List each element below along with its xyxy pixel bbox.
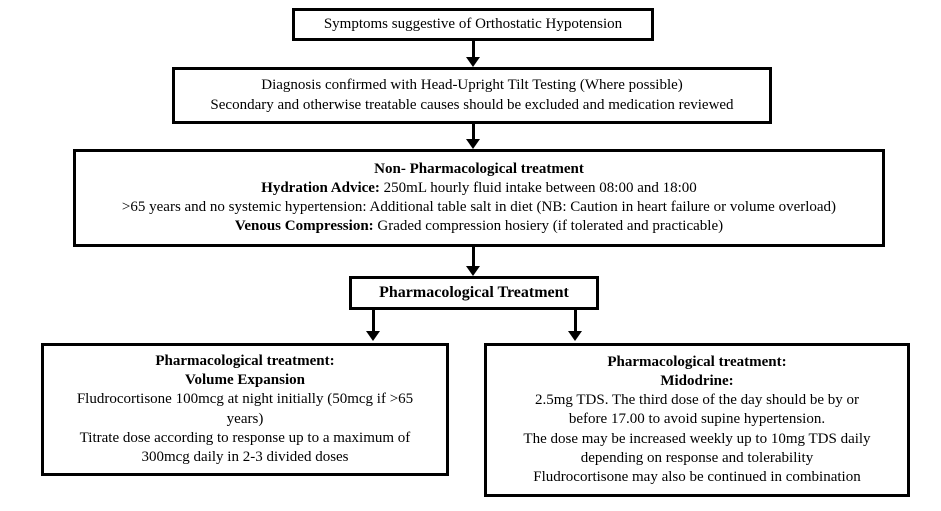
node-volume-heading-2: Volume Expansion bbox=[185, 372, 305, 389]
node-nonpharm-heading: Non- Pharmacological treatment bbox=[374, 160, 584, 177]
node-midodrine-line-3: The dose may be increased weekly up to 1… bbox=[523, 430, 871, 447]
arrowhead-down-icon bbox=[366, 331, 380, 341]
node-diagnosis-confirmed: Diagnosis confirmed with Head-Upright Ti… bbox=[172, 67, 772, 124]
arrowhead-down-icon bbox=[466, 57, 480, 67]
arrowhead-down-icon bbox=[466, 139, 480, 149]
node-pharm-line-1: Pharmacological Treatment bbox=[379, 283, 569, 301]
node-nonpharm-hydration-label: Hydration Advice: bbox=[261, 179, 380, 196]
node-midodrine-heading-1: Pharmacological treatment: bbox=[607, 353, 787, 370]
node-volume-heading-1: Pharmacological treatment: bbox=[155, 352, 335, 369]
connector-line bbox=[472, 247, 475, 266]
connector-line bbox=[472, 41, 475, 59]
node-nonpharm-compression-text: Graded compression hosiery (if tolerated… bbox=[373, 218, 724, 235]
node-volume-line-1: Fludrocortisone 100mcg at night initiall… bbox=[76, 391, 414, 408]
node-midodrine-line-5: Fludrocortisone may also be continued in… bbox=[533, 468, 861, 485]
node-nonpharm-line-salt: >65 years and no systemic hypertension: … bbox=[121, 199, 837, 215]
node-nonpharm-line-compression: Venous Compression: Graded compression h… bbox=[235, 217, 723, 236]
node-midodrine-line-1: 2.5mg TDS. The third dose of the day sho… bbox=[535, 392, 859, 409]
node-pharmacological-treatment: Pharmacological Treatment bbox=[349, 276, 599, 310]
node-diagnosis-line-2: Secondary and otherwise treatable causes… bbox=[210, 96, 734, 113]
connector-line bbox=[372, 310, 375, 333]
node-diagnosis-line-1: Diagnosis confirmed with Head-Upright Ti… bbox=[261, 77, 683, 94]
node-volume-line-4: 300mcg daily in 2-3 divided doses bbox=[141, 448, 349, 465]
node-nonpharm-hydration-text: 250mL hourly fluid intake between 08:00 … bbox=[379, 179, 697, 196]
node-volume-line-3: Titrate dose according to response up to… bbox=[79, 429, 411, 446]
node-midodrine: Pharmacological treatment: Midodrine: 2.… bbox=[484, 343, 910, 497]
node-volume-line-2: years) bbox=[226, 410, 264, 427]
connector-line bbox=[574, 310, 577, 333]
node-volume-expansion: Pharmacological treatment: Volume Expans… bbox=[41, 343, 449, 476]
node-symptoms-line-1: Symptoms suggestive of Orthostatic Hypot… bbox=[323, 15, 623, 32]
node-midodrine-heading-2: Midodrine: bbox=[660, 373, 734, 390]
node-non-pharmacological-treatment: Non- Pharmacological treatment Hydration… bbox=[73, 149, 885, 247]
connector-line bbox=[472, 124, 475, 140]
node-nonpharm-line-hydration: Hydration Advice: 250mL hourly fluid int… bbox=[261, 179, 697, 198]
node-nonpharm-compression-label: Venous Compression: bbox=[234, 218, 374, 235]
node-midodrine-line-2: before 17.00 to avoid supine hypertensio… bbox=[568, 411, 826, 428]
arrowhead-down-icon bbox=[568, 331, 582, 341]
arrowhead-down-icon bbox=[466, 266, 480, 276]
node-midodrine-line-4: depending on response and tolerability bbox=[580, 449, 814, 466]
node-symptoms-suggestive: Symptoms suggestive of Orthostatic Hypot… bbox=[292, 8, 654, 41]
